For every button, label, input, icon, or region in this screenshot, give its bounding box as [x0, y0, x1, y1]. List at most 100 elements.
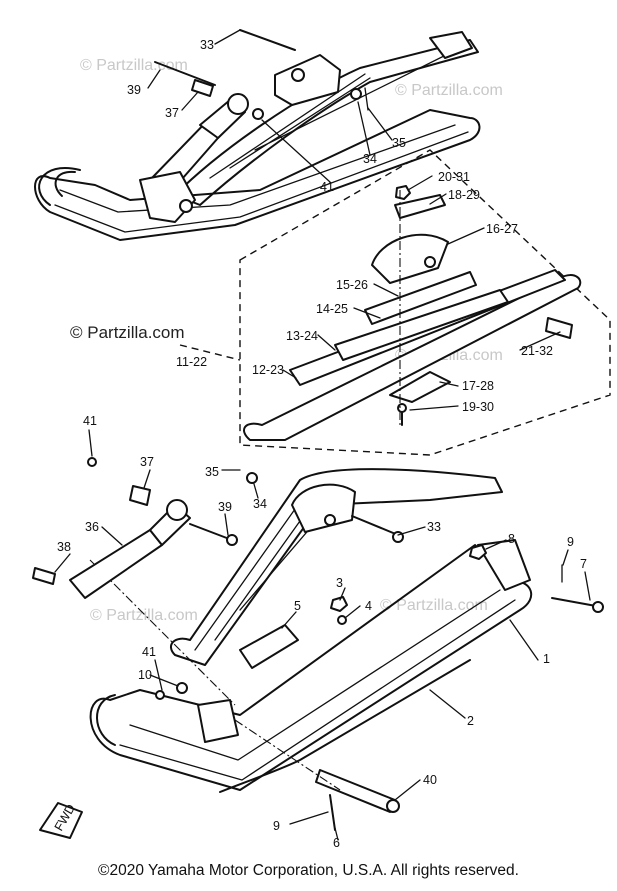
nut-8	[469, 544, 487, 560]
callout-35-lower: 35	[205, 465, 219, 479]
callout-9-upper: 9	[567, 535, 574, 549]
callout-7: 7	[580, 557, 587, 571]
callout-41-lower: 41	[83, 414, 97, 428]
bolt-19-30-head	[397, 403, 407, 413]
bolt-7-head	[592, 601, 604, 613]
upper-bolt-39	[154, 61, 216, 86]
faint-watermark: © Partzilla.com	[380, 597, 488, 614]
nut-34-lower	[246, 472, 258, 484]
callout-21-32: 21-32	[521, 344, 553, 358]
upper-ski-tip	[38, 167, 81, 206]
callout-labels: 33 39 37 35 34 41 20-31 18-29 16-27 15-2…	[57, 38, 587, 850]
callout-18-29: 18-29	[448, 188, 480, 202]
exploded-view-border	[239, 149, 611, 456]
fwd-badge: FWD	[39, 802, 83, 839]
callout-5: 5	[294, 599, 301, 613]
handle-40-end	[386, 799, 400, 813]
lower-ski-edge	[119, 599, 516, 781]
clamp-17-28	[389, 371, 451, 403]
leaf-spring-exploded	[243, 185, 582, 441]
callout-8: 8	[508, 532, 515, 546]
exploded-leader	[179, 344, 241, 361]
upper-leaf-spring	[174, 39, 479, 206]
lower-ski-tip	[96, 694, 116, 746]
callout-6: 6	[333, 836, 340, 850]
nut-41-tip	[155, 690, 165, 700]
upper-bolt-33	[239, 29, 296, 51]
leaf-15-26	[364, 271, 477, 325]
callout-34: 34	[363, 152, 377, 166]
nut-3	[330, 596, 348, 612]
upper-spring-saddle	[274, 54, 341, 106]
handle-40	[315, 769, 396, 813]
upper-ski-assembly	[34, 29, 481, 241]
callout-16-27: 16-27	[486, 222, 518, 236]
callout-4: 4	[365, 599, 372, 613]
callout-1: 1	[543, 652, 550, 666]
callout-34-lower: 34	[253, 497, 267, 511]
callout-20-31: 20-31	[438, 170, 470, 184]
upper-pin-35	[364, 87, 369, 111]
bushing-21-32	[545, 317, 573, 339]
callout-14-25: 14-25	[316, 302, 348, 316]
leader-lines	[54, 29, 591, 841]
bracket-5	[239, 624, 299, 669]
upper-bracket-bolt	[179, 199, 193, 213]
lower-spring-saddle	[291, 483, 356, 533]
upper-collar-37	[191, 79, 214, 97]
callout-38: 38	[57, 540, 71, 554]
nut-20-31	[395, 185, 411, 200]
upper-nut-41	[252, 108, 264, 120]
wear-bar-2	[219, 659, 471, 793]
copyright-footer: ©2020 Yamaha Motor Corporation, U.S.A. A…	[98, 862, 519, 879]
lower-saddle-bolt	[324, 514, 336, 526]
callout-13-24: 13-24	[286, 329, 318, 343]
callout-41-tip: 41	[142, 645, 156, 659]
callout-35: 35	[392, 136, 406, 150]
callout-37-lower: 37	[140, 455, 154, 469]
pin-6	[329, 794, 336, 831]
callout-9-lower: 9	[273, 819, 280, 833]
callout-3: 3	[336, 576, 343, 590]
lower-front-bracket	[197, 699, 239, 743]
faint-watermark: © Partzilla.com	[395, 82, 503, 99]
upper-saddle-bolt	[291, 68, 305, 82]
saddle-hole	[424, 256, 436, 268]
faint-watermark: © Partzilla.com	[80, 57, 188, 74]
leaf-14-25	[334, 289, 509, 361]
callout-33-lower: 33	[427, 520, 441, 534]
nut-10	[176, 682, 188, 694]
callout-33: 33	[200, 38, 214, 52]
washer-4	[337, 615, 347, 625]
upper-ski-edge	[54, 131, 469, 233]
lower-leaf-spring	[170, 468, 503, 666]
callout-41: 41	[320, 180, 334, 194]
plate-18-29	[394, 194, 446, 219]
pin-38	[32, 567, 56, 585]
callout-2: 2	[467, 714, 474, 728]
callout-39-lower: 39	[218, 500, 232, 514]
callout-39: 39	[127, 83, 141, 97]
upper-ski-body	[34, 109, 481, 241]
bolt-33-lower	[351, 515, 399, 536]
collar-37-lower	[129, 485, 151, 506]
lower-shock-axis	[89, 559, 236, 706]
shock-36-eye	[166, 499, 188, 521]
saddle-16-27	[371, 233, 449, 284]
callout-17-28: 17-28	[462, 379, 494, 393]
callout-19-30: 19-30	[462, 400, 494, 414]
callout-12-23: 12-23	[252, 363, 284, 377]
callout-15-26: 15-26	[336, 278, 368, 292]
partzilla-watermark: © Partzilla.com	[68, 323, 187, 343]
faint-watermark: © Partzilla.com	[90, 607, 198, 624]
upper-rear-bracket	[429, 31, 473, 59]
lower-axis-line	[234, 719, 341, 791]
bolt-39-lower	[189, 523, 233, 541]
nut-41-lower	[87, 457, 97, 467]
bolt-39-lower-head	[226, 534, 238, 546]
callout-37: 37	[165, 106, 179, 120]
lower-ski-rib	[129, 589, 501, 761]
callout-10: 10	[138, 668, 152, 682]
upper-nut-34	[350, 88, 362, 100]
upper-front-bracket	[139, 171, 196, 223]
